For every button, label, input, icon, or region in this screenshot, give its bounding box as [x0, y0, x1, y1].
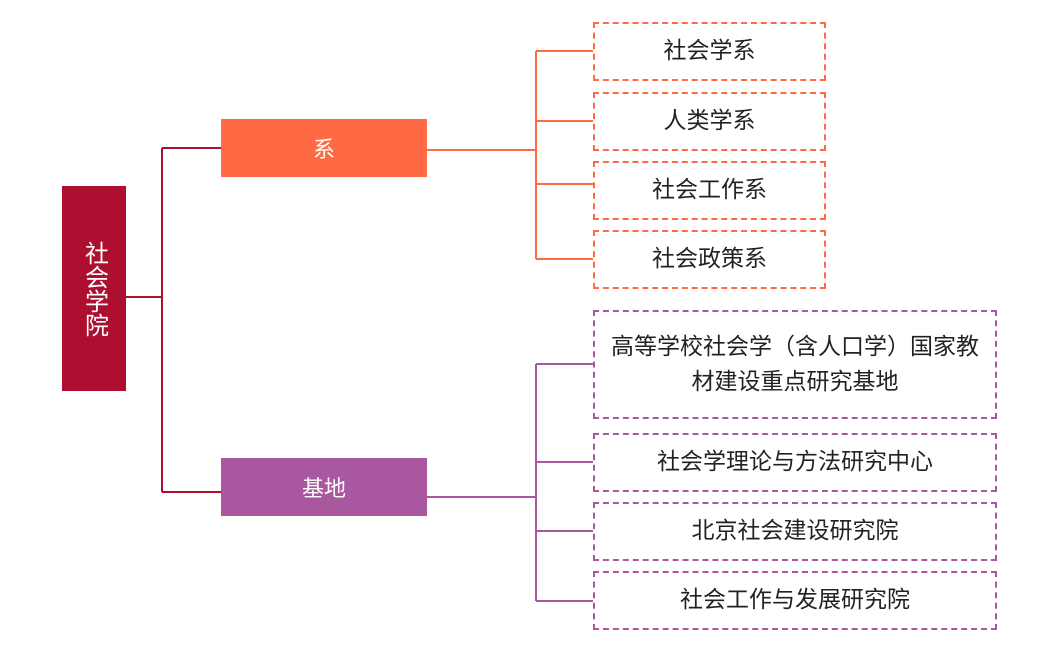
department-branch-label: 系 — [312, 138, 335, 163]
theory-method-center-label: 社会学理论与方法研究中心 — [657, 449, 933, 475]
theory-method-center-node: 社会学理论与方法研究中心 — [593, 433, 997, 492]
base-branch-label: 基地 — [301, 477, 346, 502]
department-connector — [427, 50, 593, 260]
department-social-policy-node: 社会政策系 — [593, 230, 826, 289]
base-branch-node: 基地 — [221, 458, 427, 516]
department-social-work-node: 社会工作系 — [593, 161, 826, 220]
base-connector — [427, 363, 593, 602]
department-social-policy-label: 社会政策系 — [652, 246, 767, 272]
school-label: 社会学院 — [80, 240, 109, 337]
school-node: 社会学院 — [62, 186, 126, 391]
social-work-development-node: 社会工作与发展研究院 — [593, 571, 997, 630]
beijing-social-construction-label: 北京社会建设研究院 — [691, 518, 899, 544]
beijing-social-construction-node: 北京社会建设研究院 — [593, 502, 997, 561]
textbook-research-base-label: 高等学校社会学（含人口学）国家教材建设重点研究基地 — [611, 333, 979, 395]
department-branch-node: 系 — [221, 119, 427, 177]
root-connector — [126, 147, 221, 493]
department-sociology-label: 社会学系 — [663, 38, 756, 64]
department-social-work-label: 社会工作系 — [652, 177, 767, 203]
textbook-research-base-node: 高等学校社会学（含人口学）国家教材建设重点研究基地 — [593, 310, 997, 419]
social-work-development-label: 社会工作与发展研究院 — [680, 587, 910, 613]
department-sociology-node: 社会学系 — [593, 22, 826, 81]
department-anthropology-label: 人类学系 — [663, 108, 756, 134]
department-anthropology-node: 人类学系 — [593, 92, 826, 151]
